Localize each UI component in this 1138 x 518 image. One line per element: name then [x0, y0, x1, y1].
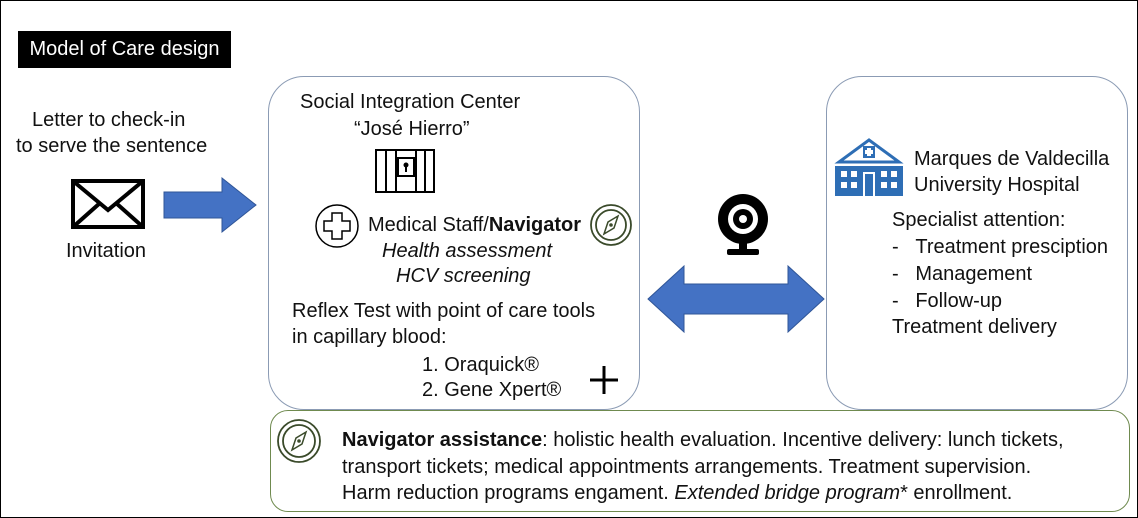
medical-cross-icon — [315, 204, 359, 248]
hospital-icon — [834, 138, 904, 196]
specialist-item-text: Management — [915, 263, 1033, 285]
hcv-screening-text: HCV screening — [396, 265, 531, 287]
specialist-item-text: Follow-up — [915, 290, 1003, 312]
test-item-oraquick: 1. Oraquick® — [422, 354, 540, 376]
medical-staff-navigator: Medical Staff/Navigator — [368, 213, 581, 237]
hospital-box — [826, 76, 1128, 410]
navigator-assistance-title: Navigator assistance — [342, 429, 543, 451]
harm-reduction-text: Harm reduction programs engament. — [342, 482, 675, 504]
specialist-item-text: Treatment presciption — [915, 236, 1109, 258]
hcv-screening: HCV screening — [396, 264, 531, 288]
enrollment-text: * enrollment. — [900, 482, 1013, 504]
bidirectional-arrow — [647, 264, 825, 334]
reflex-test-line1: Reflex Test with point of care tools — [292, 300, 596, 322]
webcam-icon — [718, 194, 768, 255]
health-assessment-text: Health assessment — [382, 240, 553, 262]
medical-staff-text: Medical Staff/ — [368, 214, 489, 236]
letter-text-line1: Letter to check-in — [32, 109, 186, 131]
jail-bars-icon — [375, 149, 435, 193]
hospital-name-line2: University Hospital — [914, 174, 1080, 196]
navigator-assistance-line2: transport tickets; medical appointments … — [342, 456, 1032, 478]
test-item-genexpert: 2. Gene Xpert® — [422, 379, 562, 401]
treatment-delivery: Treatment delivery — [892, 316, 1057, 338]
navigator-assistance-line3: Harm reduction programs engament. Extend… — [342, 481, 1012, 505]
invitation-label: Invitation — [66, 240, 147, 262]
plus-icon — [590, 366, 618, 394]
navigator-assistance-box — [270, 410, 1130, 512]
navigator-text: Navigator — [488, 214, 582, 236]
specialist-item: - Treatment presciption — [892, 236, 1109, 258]
navigator-assistance-line1: Navigator assistance: holistic health ev… — [342, 428, 1064, 452]
compass-icon — [590, 204, 632, 246]
right-arrow — [163, 176, 257, 234]
diagram-title: Model of Care design — [18, 31, 231, 68]
center-name-line1: Social Integration Center — [300, 91, 521, 113]
social-integration-center-box — [268, 76, 640, 410]
letter-text-line2: to serve the sentence — [16, 135, 208, 157]
hospital-name-line1: Marques de Valdecilla — [914, 148, 1110, 170]
compass-icon — [277, 419, 321, 463]
specialist-item: - Management — [892, 263, 1033, 285]
health-assessment: Health assessment — [382, 239, 552, 263]
extended-bridge-program: Extended bridge program — [674, 482, 901, 504]
reflex-test-line2: in capillary blood: — [292, 326, 447, 348]
center-name-line2: “José Hierro” — [354, 118, 470, 140]
specialist-item: - Follow-up — [892, 290, 1003, 312]
envelope-icon — [71, 179, 145, 229]
specialist-attention: Specialist attention: — [892, 209, 1066, 231]
navigator-assistance-text: : holistic health evaluation. Incentive … — [542, 429, 1064, 451]
